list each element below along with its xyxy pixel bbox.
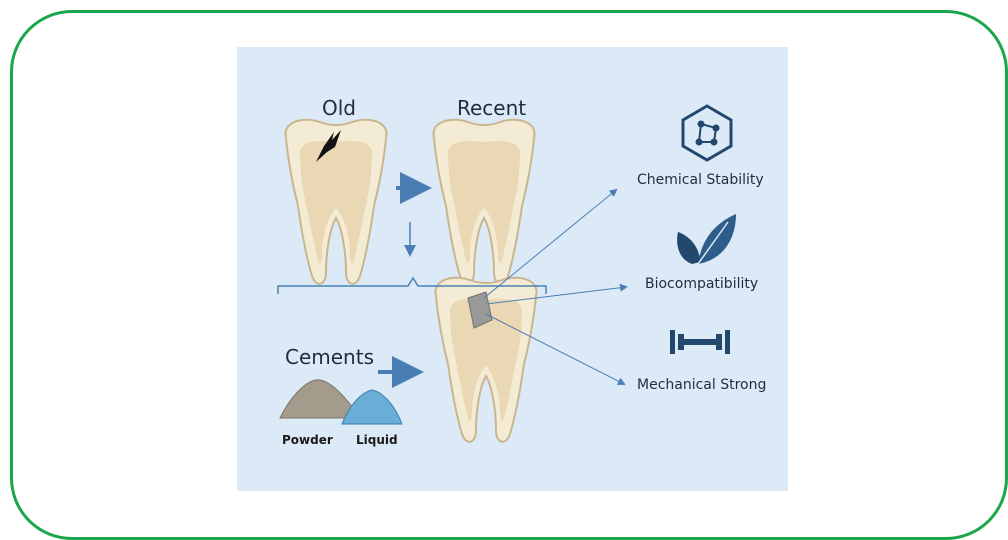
mechanical-strong-label: Mechanical Strong [637,377,766,393]
dumbbell-icon [670,330,730,354]
old-label: Old [322,96,356,120]
powder-label: Powder [282,433,333,447]
hexagon-molecule-icon [683,106,731,160]
liquid-pile [342,390,402,424]
biocompatibility-label: Biocompatibility [645,276,758,292]
liquid-label: Liquid [356,433,398,447]
recent-tooth [433,120,534,284]
leaf-icon [677,214,736,264]
restored-tooth [435,278,536,442]
old-tooth [285,120,386,284]
recent-label: Recent [457,96,526,120]
diagram-canvas [0,0,1008,524]
chemical-stability-label: Chemical Stability [637,172,764,188]
cements-label: Cements [285,345,374,369]
